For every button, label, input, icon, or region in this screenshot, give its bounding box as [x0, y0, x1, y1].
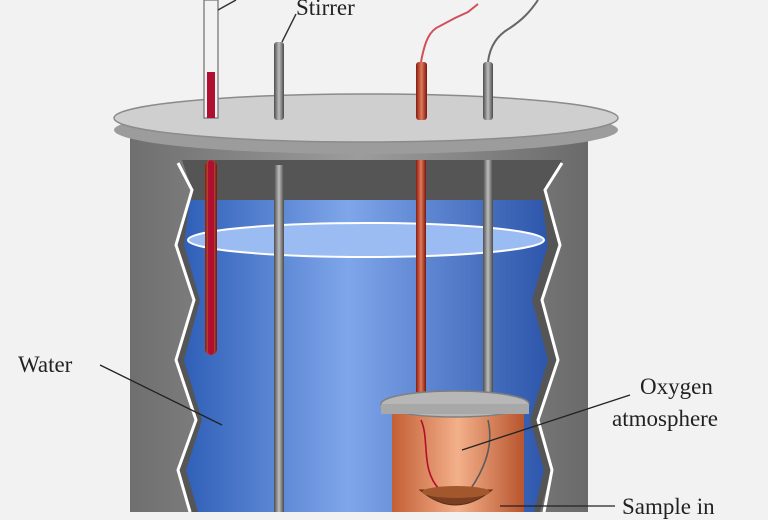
label-stirrer: Stirrer — [296, 0, 355, 20]
label-oxygen: Oxygen — [640, 374, 713, 399]
stirrer-top — [274, 42, 284, 120]
sample — [422, 486, 490, 498]
ignition-ground-rod — [483, 160, 493, 402]
label-water: Water — [18, 352, 73, 377]
ignition-wire-red — [420, 3, 479, 63]
ignition-wire-gray — [487, 0, 539, 63]
cutaway-edge — [174, 162, 198, 512]
oxygen-leader — [461, 394, 631, 451]
thermometer-mercury — [208, 160, 214, 355]
lid-top — [113, 93, 619, 143]
fuse-wire-return — [469, 419, 491, 491]
fuse-wire — [420, 419, 441, 491]
stirrer-leader — [281, 13, 297, 43]
ignition-post-gray — [483, 62, 493, 120]
label-atmosphere: atmosphere — [612, 406, 719, 431]
thermometer-reading — [207, 72, 215, 118]
cutaway-edge-right — [536, 162, 564, 512]
stirrer-rod — [274, 165, 284, 512]
water-leader — [99, 364, 223, 426]
ignition-post-red — [416, 62, 427, 120]
thermometer-leader — [217, 0, 237, 11]
bomb-lid-rim — [381, 404, 529, 414]
ignition-lead-rod — [416, 160, 426, 402]
label-sample-in: Sample in — [622, 494, 715, 519]
